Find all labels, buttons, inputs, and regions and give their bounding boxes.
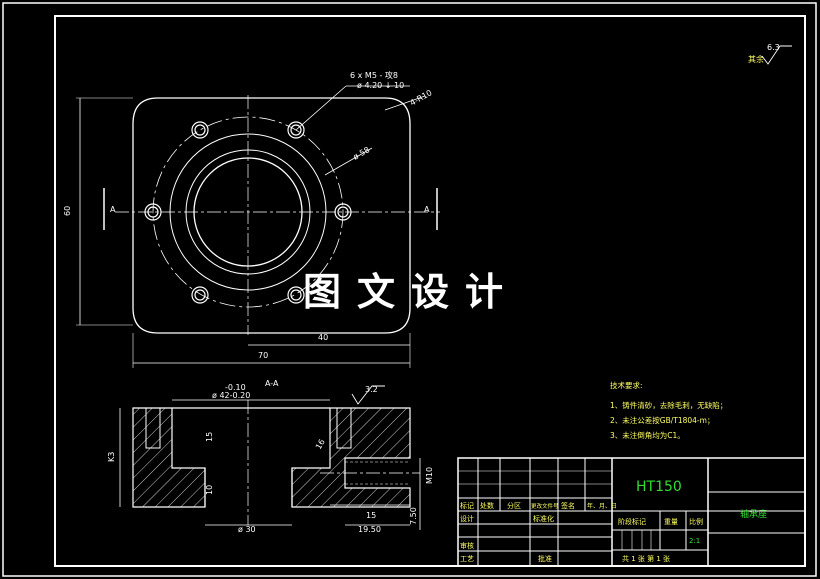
section-mark-right: A (424, 205, 430, 214)
bolt-holes (144, 121, 352, 304)
depth-15: 15 (205, 432, 214, 442)
bolt-circle (152, 116, 344, 308)
sheet-text: 共 1 张 第 1 张 (622, 554, 670, 563)
tech-notes: 技术要求: 1、铸件清砂，去除毛刺，无缺陷； 2、未注公差按GB/T1804-m… (610, 380, 727, 440)
row-label-count: 处数 (480, 501, 494, 510)
title-block-labels: HT150 轴承座 2:1 标记 处数 分区 更改文件号 签名 年、月、日 设计… (460, 479, 767, 563)
side-7-50: 7.50 (409, 507, 418, 525)
bore-dim: ø 42-0.20 (212, 391, 250, 400)
tol-upper: -0.10 (225, 383, 246, 392)
section-view (119, 385, 421, 530)
standardize-label: 标准化 (533, 514, 554, 523)
outer-ring (169, 133, 327, 291)
title-block (457, 457, 806, 567)
row-label-sign: 签名 (561, 501, 575, 510)
depth-10: 10 (205, 485, 214, 495)
width-dim: 70 (258, 351, 268, 360)
stage-mark-label: 阶段标记 (618, 517, 646, 526)
half-width-dim: 40 (318, 333, 328, 342)
bottom-dia: ø 30 (238, 525, 256, 534)
ratio-label: 比例 (689, 517, 703, 526)
design-label: 设计 (460, 514, 474, 523)
side-19-50: 19.50 (358, 525, 381, 534)
approve-label: 批准 (538, 554, 552, 563)
row-label-change-doc: 更改文件号 (531, 502, 559, 510)
tech-note-1: 1、铸件清砂，去除毛刺，无缺陷； (610, 400, 727, 410)
section-hatch-right (291, 407, 411, 508)
section-view-labels: A-A -0.10 ø 42-0.20 3.2 15 16 K3 10 ø 30… (107, 379, 434, 534)
inner-border (54, 15, 806, 567)
roughness-label: 其余 (748, 54, 764, 64)
part-name: 轴承座 (740, 508, 767, 520)
hole-callout-2: ø 4.20 ↓ 10 (357, 81, 404, 90)
bore-circle (193, 157, 303, 267)
review-label: 审核 (460, 541, 474, 550)
section-title: A-A (265, 379, 279, 388)
height-left: K3 (107, 452, 116, 462)
row-label-zone: 分区 (507, 501, 521, 510)
tech-notes-title: 技术要求: (610, 380, 643, 390)
side-15: 15 (366, 511, 376, 520)
top-view (76, 85, 440, 368)
row-label-mark: 标记 (460, 501, 474, 510)
process-label: 工艺 (460, 555, 474, 563)
bolt-circle-label: ø 58 (352, 145, 372, 162)
plate-outline (132, 97, 411, 334)
row-label-date: 年、月、日 (587, 502, 617, 510)
height-dim: 60 (63, 206, 72, 216)
scale-value: 2:1 (689, 537, 700, 545)
general-roughness (761, 45, 792, 65)
material-label: HT150 (636, 479, 682, 495)
section-hatch-left (132, 407, 206, 508)
hole-callout-1: 6 x M5 - 攻8 (350, 70, 398, 80)
section-mark-left: A (110, 205, 116, 214)
tech-note-3: 3、未注倒角均为C1。 (610, 430, 685, 440)
section-roughness: 3.2 (365, 385, 378, 394)
tech-note-2: 2、未注公差按GB/T1804-m； (610, 415, 714, 425)
m10-label: M10 (425, 467, 434, 484)
thread-depth: 16 (314, 438, 327, 451)
roughness-value: 6.3 (767, 43, 780, 52)
weight-label: 重量 (664, 518, 678, 526)
watermark: 图文设计 (303, 269, 519, 314)
inner-ring (185, 149, 311, 275)
corner-radius-label: 4-R10 (409, 88, 434, 108)
